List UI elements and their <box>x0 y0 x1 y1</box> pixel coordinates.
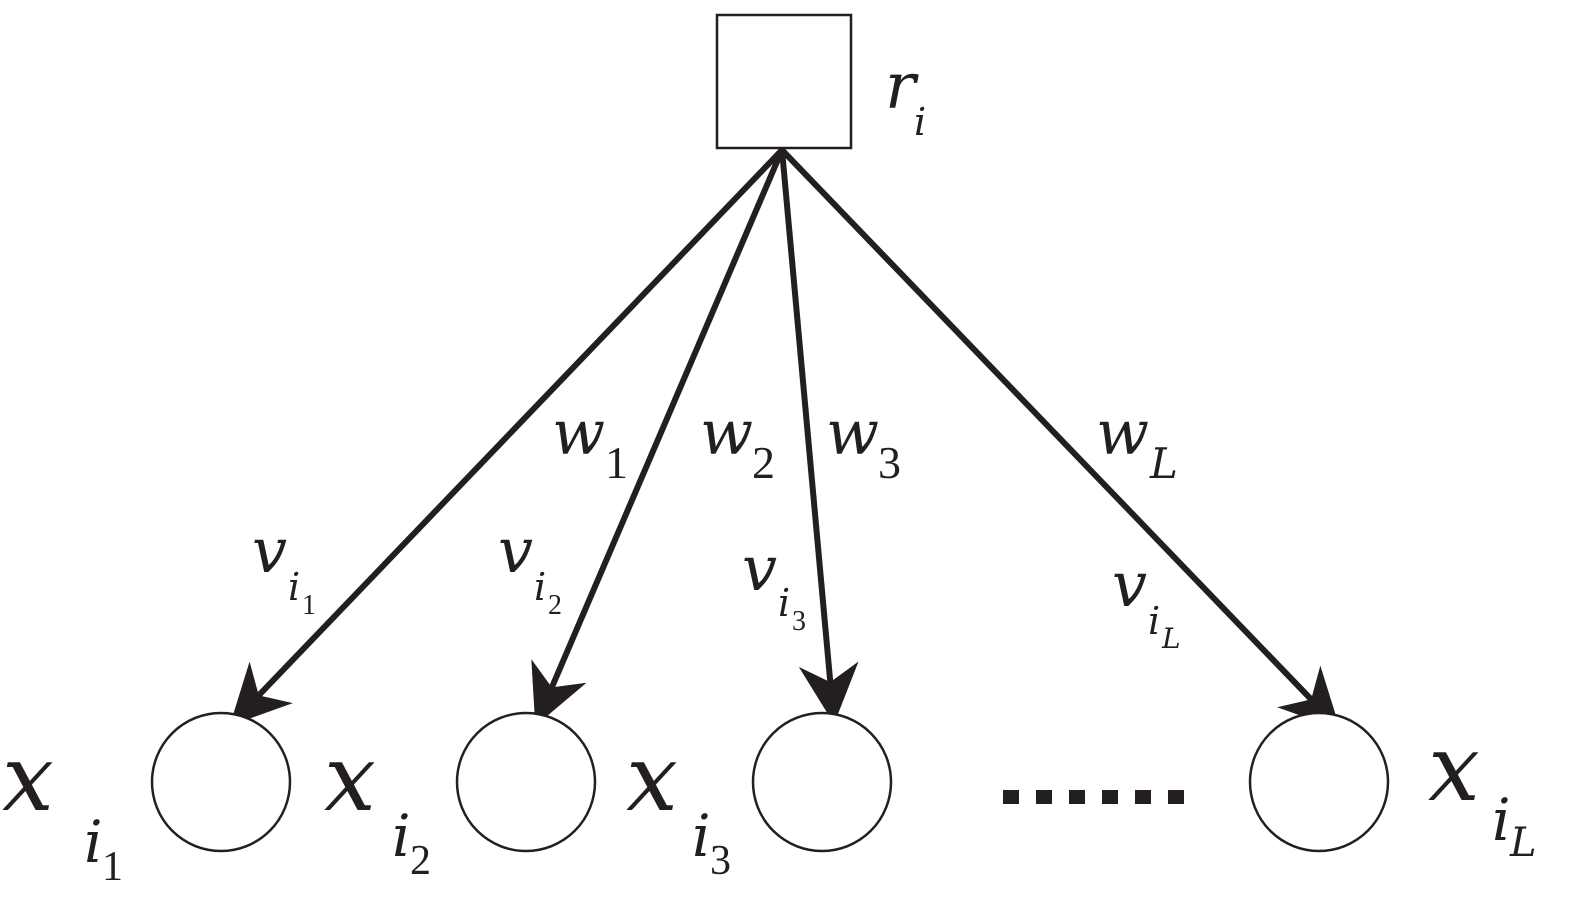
root-index: i <box>914 100 926 144</box>
svg-text:i: i <box>392 802 411 870</box>
node-label-1: x i 1 <box>2 725 123 890</box>
svg-text:i: i <box>1492 786 1511 854</box>
root-symbol: r <box>885 50 919 124</box>
node-1 <box>150 711 292 853</box>
svg-text:2: 2 <box>548 590 562 621</box>
weight-label-1: w 1 <box>552 396 628 488</box>
node-4 <box>1248 711 1390 853</box>
svg-text:3: 3 <box>792 606 806 637</box>
root-node <box>715 13 853 150</box>
svg-text:v: v <box>498 514 533 587</box>
svg-text:i: i <box>288 565 300 609</box>
v-label-2: v i 2 <box>498 514 562 621</box>
svg-text:L: L <box>1509 820 1537 866</box>
v-label-3: v i 3 <box>742 532 806 637</box>
svg-text:x: x <box>626 725 678 832</box>
svg-text:i: i <box>84 808 103 876</box>
edge-3 <box>779 147 859 724</box>
root-label: r i <box>885 50 926 144</box>
svg-text:i: i <box>1148 599 1160 643</box>
svg-text:x: x <box>1428 715 1480 822</box>
svg-text:i: i <box>692 802 711 870</box>
node-label-2: x i 2 <box>324 725 431 884</box>
svg-text:v: v <box>742 532 777 605</box>
ellipsis-dots <box>1003 790 1184 804</box>
weight-label-4: w L <box>1096 396 1178 488</box>
svg-text:i: i <box>778 581 790 625</box>
v-label-1: v i 1 <box>252 514 316 621</box>
edge-1 <box>229 147 785 726</box>
svg-text:3: 3 <box>710 838 731 884</box>
svg-text:w: w <box>826 396 879 469</box>
svg-text:w: w <box>1096 396 1149 469</box>
weight-label-2: w 2 <box>700 396 775 488</box>
svg-text:1: 1 <box>605 437 628 488</box>
svg-text:v: v <box>1112 548 1147 621</box>
svg-text:L: L <box>1161 622 1181 655</box>
node-label-4: x i L <box>1428 715 1537 866</box>
v-label-4: v i L <box>1112 548 1181 655</box>
node-3 <box>751 711 893 853</box>
svg-text:i: i <box>534 565 546 609</box>
node-2 <box>455 711 597 853</box>
svg-text:x: x <box>2 725 54 832</box>
svg-text:x: x <box>324 725 376 832</box>
svg-text:w: w <box>552 396 605 469</box>
svg-text:2: 2 <box>752 437 775 488</box>
svg-text:1: 1 <box>302 590 316 621</box>
svg-text:2: 2 <box>410 838 431 884</box>
weight-label-3: w 3 <box>826 396 901 488</box>
edge-2 <box>531 147 785 727</box>
edge-4 <box>779 147 1341 730</box>
svg-text:L: L <box>1149 439 1178 488</box>
svg-text:3: 3 <box>878 437 901 488</box>
svg-text:w: w <box>700 396 753 469</box>
node-label-3: x i 3 <box>626 725 731 884</box>
svg-text:v: v <box>252 514 287 587</box>
svg-text:1: 1 <box>102 844 123 890</box>
